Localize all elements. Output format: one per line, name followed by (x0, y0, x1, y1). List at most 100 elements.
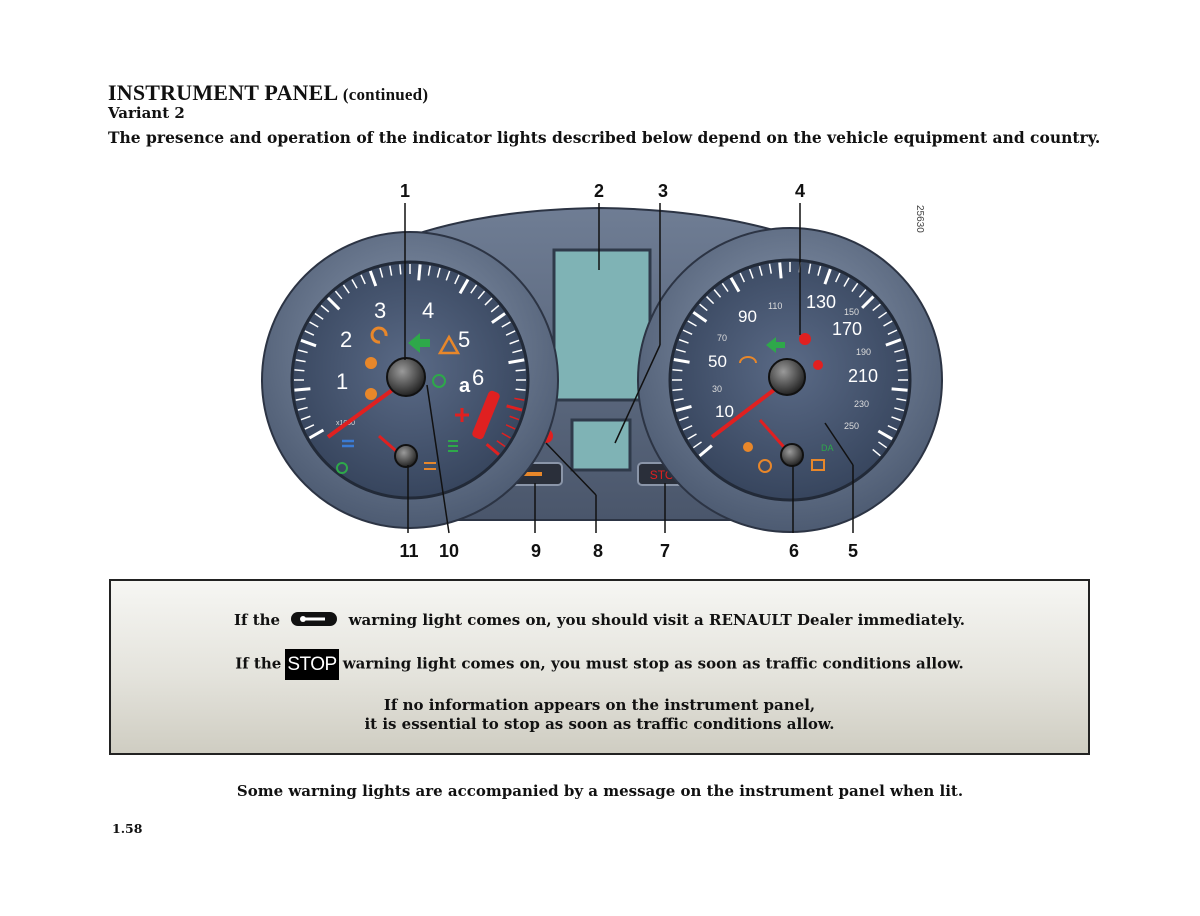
speed-90: 90 (738, 307, 757, 326)
main-beam-icon (342, 439, 354, 448)
dial-tick (485, 443, 500, 456)
dial-tick (748, 268, 754, 279)
dial-tick (739, 272, 746, 283)
dial-tick (729, 277, 741, 293)
dial-tick (294, 387, 311, 392)
dial-tick (360, 274, 366, 285)
dial-tick (470, 284, 478, 294)
dial-tick (515, 369, 526, 372)
title-main: INSTRUMENT PANEL (108, 80, 338, 105)
dial-tick (682, 329, 693, 336)
dial-tick (320, 304, 330, 313)
glow-plug-icon (424, 462, 436, 470)
dial-tick (891, 416, 902, 422)
dial-tick (491, 312, 506, 324)
door-icon (813, 360, 823, 370)
speedometer-hub (768, 358, 806, 396)
dial-tick (326, 296, 341, 311)
dial-tick (823, 268, 832, 285)
dial-tick (304, 330, 315, 336)
dial-tick (778, 262, 783, 279)
dial-tick (427, 265, 431, 276)
dial-tick (509, 415, 520, 421)
dial-tick (515, 388, 526, 391)
dial-tick (295, 397, 306, 401)
speed-130: 130 (806, 292, 836, 312)
dial-tick (887, 329, 898, 336)
speed-50: 50 (708, 352, 727, 371)
page-title: INSTRUMENT PANEL (continued) (108, 80, 428, 106)
callout-1: 1 (399, 181, 411, 201)
dial-tick (896, 398, 907, 402)
rev-label-1: 1 (336, 369, 348, 394)
dial-tick (687, 320, 697, 327)
dial-tick (389, 265, 393, 276)
lcd-display-top (552, 248, 652, 402)
speed-250: 250 (844, 421, 859, 431)
dial-tick (897, 368, 908, 372)
dial-tick (505, 424, 516, 430)
dial-tick (675, 348, 686, 353)
dial-tick (295, 359, 306, 363)
warning-notice-box: If the warning light comes on, you shoul… (109, 579, 1090, 755)
dial-tick (872, 303, 881, 312)
red-zone-bar (472, 390, 500, 440)
dial-tick (300, 415, 311, 421)
variant-label: Variant 2 (108, 104, 185, 122)
side-light-icon (336, 462, 348, 474)
dial-tick (304, 424, 315, 430)
dial-tick (687, 433, 697, 440)
dial-tick (672, 368, 683, 372)
airbag-icon (365, 357, 377, 369)
speed-150: 150 (844, 307, 859, 317)
notice-line2-before: If the (235, 654, 282, 673)
dial-tick (512, 349, 523, 354)
dial-tick (342, 284, 350, 294)
instrument-panel-illustration: STOP 1 2 3 4 5 6 a x1000 (261, 203, 943, 534)
lcd-display-bottom (570, 418, 632, 472)
callout-5: 5 (847, 541, 859, 561)
dial-tick (672, 388, 683, 392)
dial-tick (514, 397, 525, 401)
dial-tick (309, 321, 319, 328)
callout-7: 7 (659, 541, 671, 561)
dial-tick (294, 369, 305, 372)
stop-badge: STOP (285, 649, 339, 680)
speedometer: 130 170 210 10 50 90 110 70 30 150 190 2… (637, 227, 943, 533)
callout-11: 11 (399, 541, 419, 561)
dial-tick (896, 358, 907, 362)
notice-line1-after: warning light comes on, you should visit… (348, 611, 965, 629)
dial-tick (675, 404, 692, 412)
dial-tick (297, 349, 308, 354)
dial-tick (501, 321, 511, 328)
callout-9: 9 (530, 541, 542, 561)
dial-tick (891, 387, 908, 392)
speed-10: 10 (715, 402, 734, 421)
small-hub-left (394, 444, 418, 468)
dial-tick (314, 312, 324, 320)
rev-label-6: 6 (472, 365, 484, 390)
wrench-icon (291, 612, 338, 626)
callout-2: 2 (593, 181, 605, 201)
rev-label-3: 3 (374, 298, 386, 323)
rev-label-4: 4 (422, 298, 434, 323)
traction-icon (432, 374, 446, 388)
speedometer-ticks (672, 262, 908, 457)
dial-tick (808, 263, 812, 274)
mark-a: a (459, 375, 471, 397)
temperature-icon (455, 408, 469, 422)
dial-tick (817, 265, 822, 276)
dial-tick (673, 358, 690, 364)
dial-tick (692, 441, 702, 449)
dial-tick (678, 416, 689, 422)
callout-6: 6 (788, 541, 800, 561)
notice-line1-before: If the (234, 611, 281, 629)
dial-tick (484, 297, 493, 306)
dial-tick (308, 428, 325, 440)
speed-230: 230 (854, 399, 869, 409)
small-hub-right (780, 443, 804, 467)
rev-label-5: 5 (458, 327, 470, 352)
callout-10: 10 (438, 541, 460, 561)
dial-tick (706, 296, 715, 305)
